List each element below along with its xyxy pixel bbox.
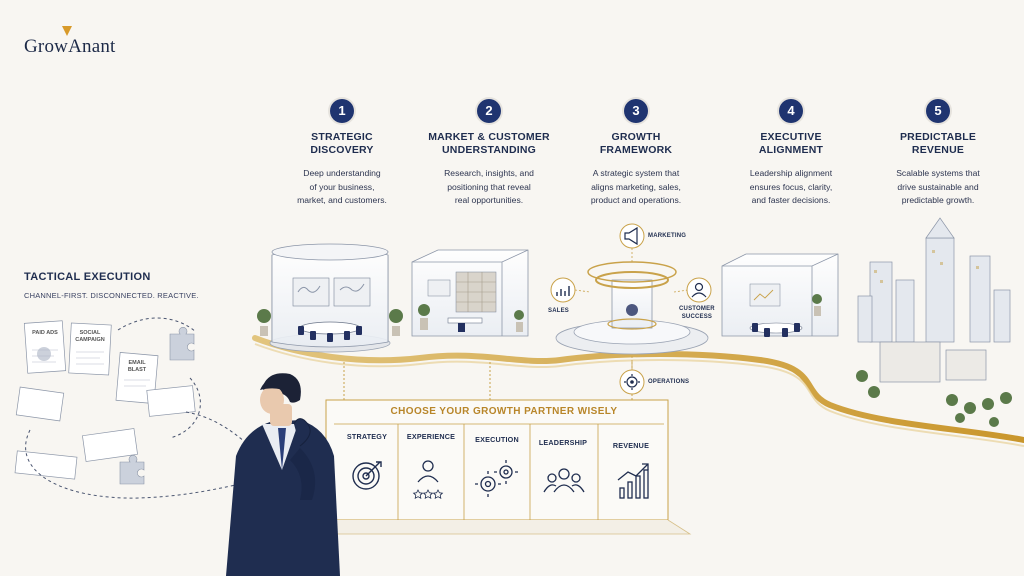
doc-label-email-blast: EMAIL BLAST [127,360,147,373]
discovery-room [257,243,403,353]
tactical-docs [14,320,196,480]
step-executive-alignment: 4 EXECUTIVE ALIGNMENT Leadership alignme… [711,99,871,208]
step-title: PREDICTABLE REVENUE [899,131,977,156]
customer-success-icon [686,277,712,303]
step-description: A strategic system that aligns marketing… [590,168,682,205]
step-number-badge: 5 [926,99,950,123]
board-col-leadership[interactable]: LEADERSHIP [538,438,588,447]
board-col-execution[interactable]: EXECUTION [475,435,519,444]
ring-label-sales: SALES [548,308,570,314]
doc-label-social-campaign: SOCIAL CAMPAIGN [75,330,105,343]
step-title: EXECUTIVE ALIGNMENT [758,131,824,156]
partner-board-title: CHOOSE YOUR GROWTH PARTNER WISELY [390,406,618,417]
market-room [411,249,529,337]
step-description: Leadership alignment ensures focus, clar… [749,168,833,205]
tactical-title: TACTICAL EXECUTION [24,271,151,283]
rating-stars-icon [412,489,444,499]
step-title: STRATEGIC DISCOVERY [310,131,374,156]
step-predictable-revenue: 5 PREDICTABLE REVENUE Scalable systems t… [858,99,1018,208]
step-description: Scalable systems that drive sustainable … [896,168,980,205]
step-description: Deep understanding of your business, mar… [297,168,387,205]
step-strategic-discovery: 1 STRATEGIC DISCOVERY Deep understanding… [262,99,422,208]
ring-label-marketing: MARKETING [648,233,687,239]
tactical-subtitle: CHANNEL-FIRST. DISCONNECTED. REACTIVE. [24,291,199,300]
city-skyline [857,217,1011,383]
ring-label-customer-success: CUSTOMER SUCCESS [679,306,715,320]
step-growth-framework: 3 GROWTH FRAMEWORK A strategic system th… [556,99,716,208]
board-col-revenue[interactable]: REVENUE [612,441,650,450]
step-description: Research, insights, and positioning that… [444,168,534,205]
board-col-strategy[interactable]: STRATEGY [346,432,388,441]
step-title: GROWTH FRAMEWORK [599,131,673,156]
brand-logo[interactable]: GrowAnant [24,36,116,57]
framework-hub [555,248,709,370]
step-number-badge: 1 [330,99,354,123]
growth-chart-icon [617,463,649,499]
step-number-badge: 3 [624,99,648,123]
board-col-experience[interactable]: EXPERIENCE [406,432,456,441]
target-icon [352,461,382,490]
businessman-figure [226,373,340,576]
executive-room [721,253,839,337]
megaphone-icon [619,223,645,249]
step-number-badge: 4 [779,99,803,123]
sales-chart-icon [550,277,576,303]
gears-icon [475,460,518,497]
team-icon [543,468,585,493]
step-market-understanding: 2 MARKET & CUSTOMER UNDERSTANDING Resear… [409,99,569,208]
experience-icon [417,460,439,483]
ring-label-operations: OPERATIONS [648,379,690,385]
step-title: MARKET & CUSTOMER UNDERSTANDING [428,131,550,156]
doc-label-paid-ads: PAID ADS [32,330,58,336]
growth-road [252,335,1024,443]
step-number-badge: 2 [477,99,501,123]
operations-icon [619,369,645,395]
partner-board-frame [299,399,692,535]
